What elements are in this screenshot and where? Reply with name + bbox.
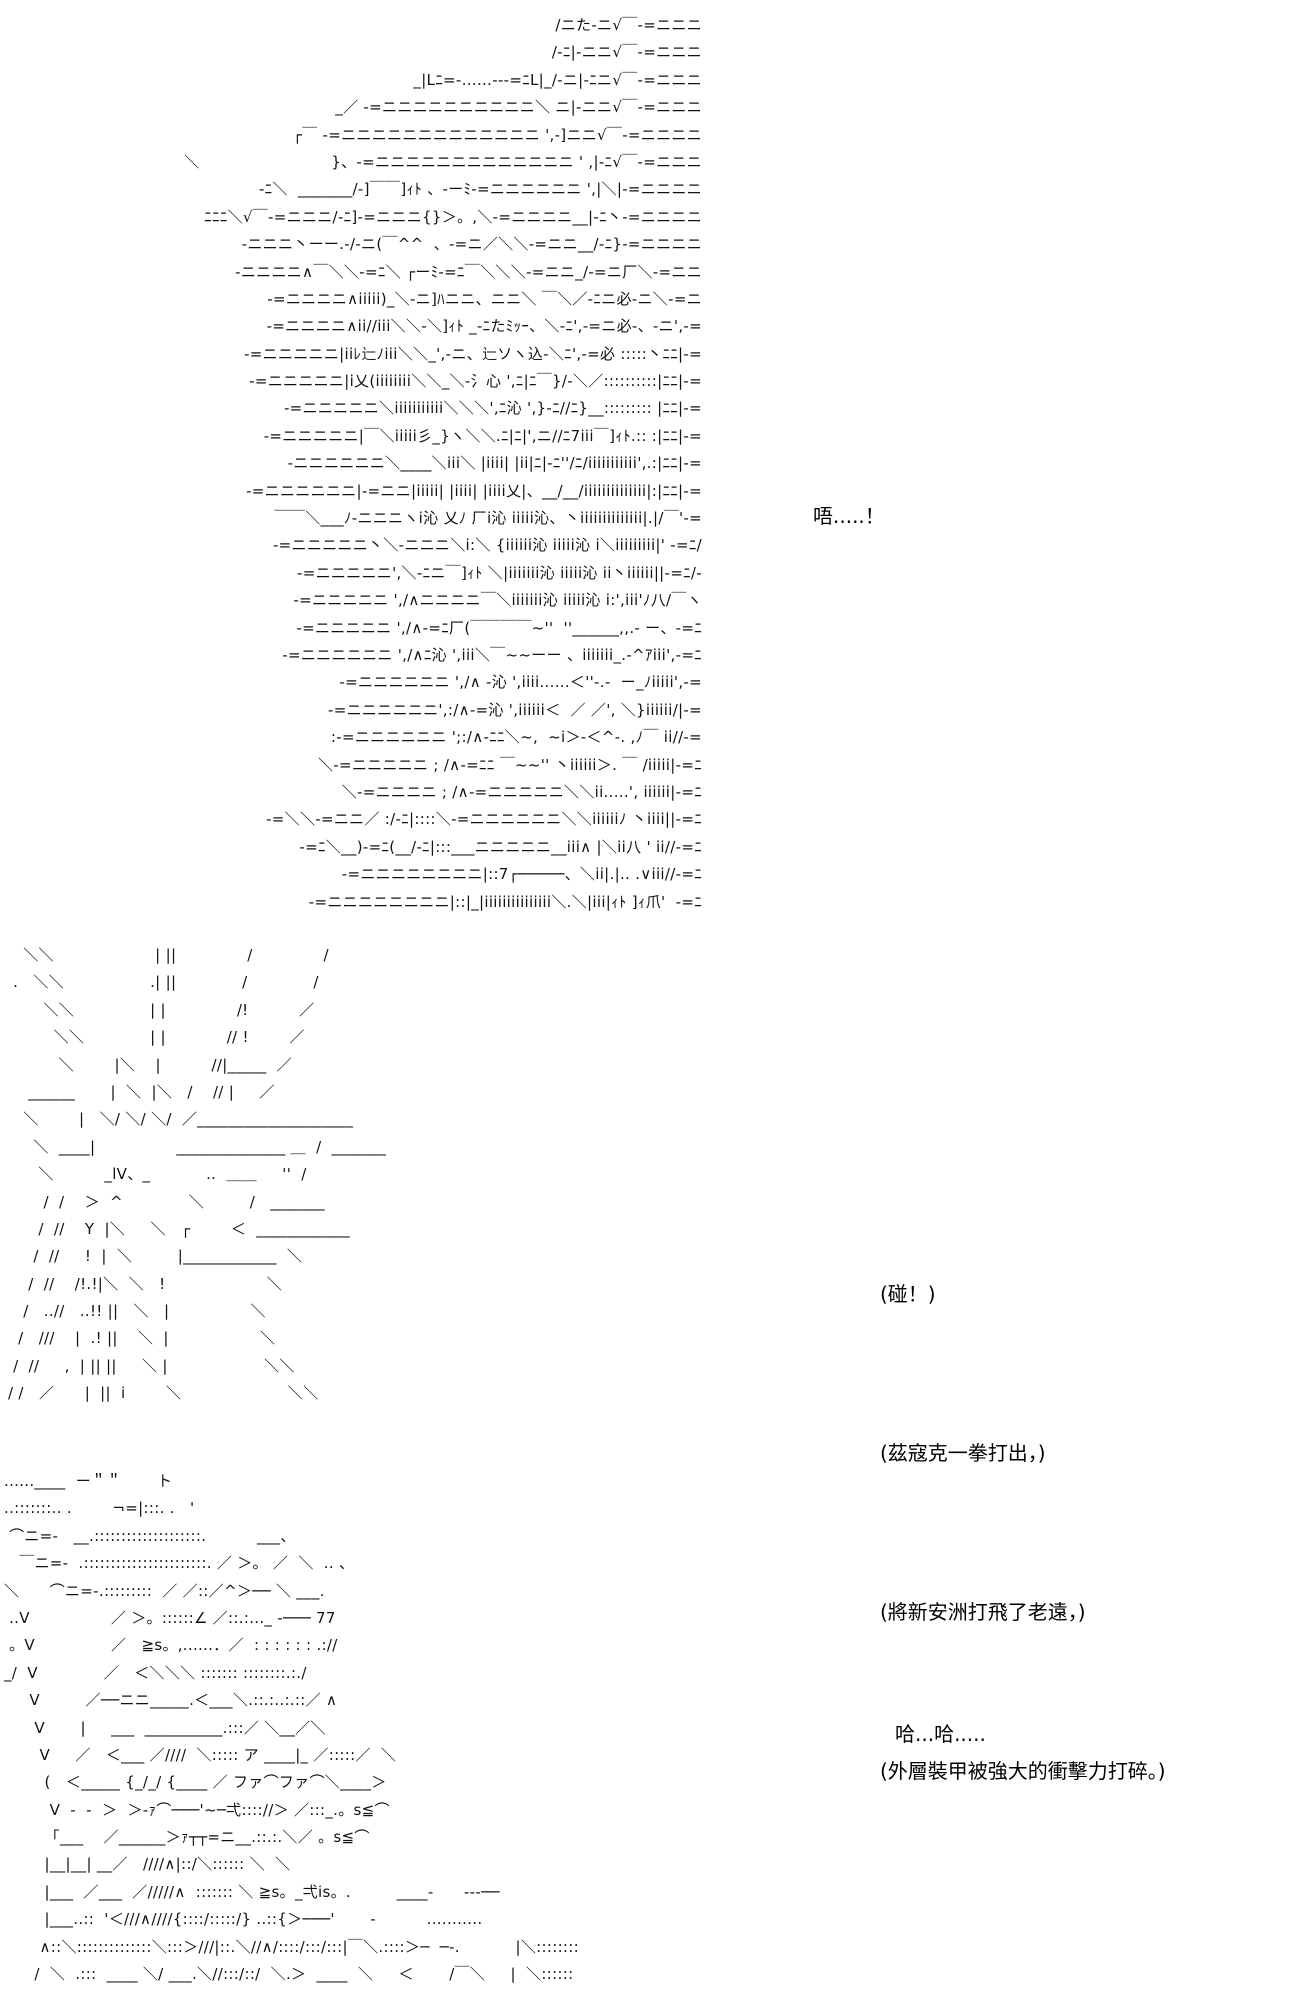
art-line: ⌒ニ=- __.::::::::::::::::::::. ___、 — [4, 1526, 296, 1545]
art-line: ( ＜_____ {_/_/ {____ ／ ファ⌒ファ⌒＼____＞ — [4, 1773, 387, 1792]
art-line: _/ V ／ ＜＼＼＼ ::::::: ::::::::.:./ — [4, 1663, 307, 1682]
art-line: ∧::＼::::::::::::::＼:::＞///|::.＼//∧/::::/… — [4, 1937, 579, 1956]
narration-line: (茲寇克一拳打出，) — [880, 1441, 1046, 1465]
art-line: :-=ニニニニニニ ';:/∧-ﾆﾆ＼~, ~i＞-＜^-. ,ﾉ￣ ii//-… — [330, 728, 702, 747]
art-line: _／ -=ニニニニニニニニニニ＼ ニ|-ニニ√￣-=ニニニ — [335, 98, 702, 117]
art-line: ＼ _lV、_ .. ＿＿ '' / — [8, 1165, 307, 1184]
art-line: V ／ ＜___ ／//// ＼::::: ア ____|_ ／:::::／ ＼ — [4, 1745, 397, 1764]
art-line: ＼＼ | | // ! ／ — [8, 1028, 305, 1047]
art-line: ＼ ⌒ニ=-.::::::::: ／ ／::／^＞── ＼ ___. — [4, 1581, 325, 1600]
art-line: -=ニニニニニニ ',/∧ﾆ沁 ',iii＼￣~~ーー 、iiiiiii_.-^… — [282, 645, 702, 664]
art-line: -=ﾆ＼__)-=ﾆ(__/-ﾆ|:::___ニニニニニ__iii∧ |＼ii八… — [299, 837, 702, 856]
art-line: / // ! | ＼ |____________ ＼ — [8, 1247, 303, 1266]
art-line: / / ／ | || i ＼ ＼＼ — [8, 1384, 319, 1403]
ascii-art-punch-explosion: ＼＼ | || / / . ＼＼ .| || / / ＼＼ | | /! ／ ＼… — [8, 942, 708, 1408]
art-line: -=＼＼-=ニニ／ :/-ﾆ|::::＼-=ニニニニニニ＼＼iiiiiiﾉ 丶i… — [266, 810, 702, 829]
art-line: -=ニニニニニニ ',/∧ -沁 ',iiii......＜''-.- ー_ﾉi… — [339, 673, 702, 692]
art-line: -=ニニニニニ|i乂(iiiiiiii＼＼_＼-氵心 ',ﾆ|ﾆ￣}/-＼／::… — [249, 372, 702, 391]
art-line: / ＼ .::: ____ ＼/ ___.＼//:::/::/ ＼.＞ ____… — [4, 1965, 574, 1984]
art-line: -=ニニニニ∧iiiii)_＼-ニ]ﾊニニ、ニニ＼ ￣＼／-ﾆニ必-ニ＼-=ニ — [267, 289, 702, 308]
art-line: -ニニニニニニ＼____＼iii＼ |iiii| |ii|ﾆ|-ﾆ''/ﾆ/ii… — [287, 454, 702, 473]
narration-line: (外層裝甲被強大的衝擊力打碎。) — [880, 1759, 1166, 1783]
art-line: -ニニニニ∧￣＼＼-=ﾆ＼ ┌ーﾐ-=ﾆ￣＼＼＼-=ニニ_/-=ニ厂＼-=ニニ — [235, 262, 702, 281]
art-line: -=ニニニニニ|iiﾚ辷ﾉiii＼＼_',-ニ、辷ソヽ込-＼ﾆ',-=必 :::… — [244, 344, 702, 363]
art-line: ＼＼ | || / / — [8, 946, 329, 964]
art-line: ..:::::::.. . ¬=|:::. . ' — [4, 1499, 195, 1518]
art-line: 。V ／ ≧s。,......．／ : : : : : : .:// — [4, 1636, 338, 1655]
art-line: / // , | || || ＼ | ＼＼ — [8, 1356, 295, 1375]
art-line: /ニた-ニ√￣-=ニニニ — [555, 16, 702, 34]
art-line: / // Y |＼ ＼ ┌ ＜ ____________ — [8, 1219, 350, 1238]
art-line: ＼ ____| ______________ ＿ / _______ — [8, 1137, 387, 1156]
art-line: ￣ニ=- .:::::::::::::::::::::::. ／ ＞。 ／ ＼ … — [4, 1554, 355, 1573]
art-line: -=ニニニニニ丶＼-ニニニ＼i:＼ {iiiiii沁 iiiii沁 i＼iiii… — [272, 536, 702, 555]
art-line: ￣￣＼___ﾉ-ニニニヽi沁 乂ﾉ 厂i沁 iiiii沁、丶iiiiiiiiii… — [274, 509, 702, 528]
art-line: -=ニニニニニ',＼-ﾆニ￣]ｨﾄ ＼|iiiiiii沁 iiiii沁 ii丶i… — [296, 563, 702, 582]
art-line: -ﾆ＼ _______/-]￣￣]ｨﾄ 、-ーﾐ-=ニニニニニニ ',|＼|-=… — [258, 180, 702, 199]
art-line: /-ﾆ|-ニニ√￣-=ニニニ — [551, 43, 702, 62]
art-line: -=ニニニニニ ',/∧ニニニニ￣＼iiiiiii沁 iiiii沁 i:',ii… — [293, 591, 702, 610]
art-line: |___ ／___ ／/////∧ ::::::: ＼ ≧s。_弌is。. __… — [4, 1882, 500, 1901]
art-line: / // /!.!|＼ ＼ ! ＼ — [8, 1274, 283, 1293]
narration-line: (碰！) — [880, 1282, 936, 1306]
art-line: ＼ }、-=ニニニニニニニニニニニニニ ' ,|-ﾆ√￣-=ニニニ — [184, 152, 702, 171]
art-line: ＼＼ | | /! ／ — [8, 1000, 315, 1019]
art-line: -=ニニニニニニ',:/∧-=沁 ',iiiiii＜ ／ ／', ＼}iiiii… — [327, 700, 702, 719]
art-line: -ニニニ丶ーー.-/-ニ(￣^^ 、-=ニ／＼＼-=ニニ__/-ﾆ}-=ニニニニ — [241, 235, 702, 254]
narration-line: (將新安洲打飛了老遠，) — [880, 1600, 1086, 1624]
dialogue-gasp: 唔.....！ — [813, 504, 885, 528]
dialogue-panting: 哈...哈..... — [895, 1722, 986, 1746]
ascii-art-armored-robot: /ニた-ニ√￣-=ニニニ /-ﾆ|-ニニ√￣-=ニニニ _|Lﾆ=-……---=ﾆL… — [8, 12, 702, 916]
art-line: V ／──ニニ_____.＜___＼.::.:..:.::／ ∧ — [4, 1691, 338, 1710]
art-line: ＼ |＼ | //|_____ ／ — [8, 1055, 292, 1074]
art-line: -=ニニニニ∧ii//iii＼＼-＼]ｨﾄ _-ﾆたﾐｯｰ、＼-ﾆ',-=ニ必-… — [266, 317, 702, 336]
art-line: / ..// ..!! || ＼ | ＼ — [8, 1302, 266, 1321]
art-line: -=ニニニニニニニニ|::7┌─────、＼ii|.|.. .∨iii//-=ﾆ — [341, 865, 702, 884]
art-line: -=ニニニニニニニニ|::|_|iiiiiiiiiiiiiii＼.＼|iii|ｨ… — [308, 892, 702, 911]
art-line: . ＼＼ .| || / / — [8, 973, 319, 992]
ascii-art-robot-flying-away: ......____ ー＂＂ ト..:::::::.. . ¬=|:::. . … — [4, 1468, 1044, 1988]
art-line: -=ニニニニニ ',/∧-=ﾆ厂(￣￣￣￣~'' ''______,,.- ー、… — [296, 618, 702, 637]
art-line: V | ___ __________.:::／ ＼__／＼ — [4, 1718, 326, 1737]
art-line: ﾆﾆﾆ＼√￣-=ニニニ/-ﾆ]-=ニニニ{}＞。,＼-=ニニニニ__|-ﾆ丶-=… — [204, 207, 702, 226]
art-line: / / ＞ ^ ＼ / _______ — [8, 1192, 325, 1211]
art-line: |___..:: '＜///∧////{::::/:::::/} ..::{＞─… — [4, 1910, 483, 1929]
art-line: ＼-=ニニニニ ; /∧-=ニニニニニ＼＼ii.....', iiiiii|-=… — [341, 782, 702, 801]
art-line: ......____ ー＂＂ ト — [4, 1472, 173, 1490]
art-line: ______ | ＼ |＼ / // | ／ — [8, 1082, 275, 1101]
art-line: -=ニニニニニニ|-=ニニ|iiiii| |iiii| |iiii乂|、__/_… — [246, 481, 702, 500]
art-line: / /// | .! || ＼ | ＼ — [8, 1329, 276, 1348]
art-line: -=ニニニニニ＼iiiiiiiiiii＼＼＼',ﾆ沁 ',}-ﾆ//ﾆ}__::… — [283, 399, 702, 418]
art-line: V - - ＞ ＞-ｧ⌒───'~─弌:::://＞ ／:::_.。s≦⌒ — [4, 1800, 390, 1819]
art-line: _|Lﾆ=-……---=ﾆL|_/-ニ|-ﾆニ√￣-=ニニニ — [413, 70, 702, 89]
art-line: -=ニニニニニ|￣＼iiiii彡_}ヽ＼＼.ﾆ|ﾆ|',ニ//ﾆ7iii￣]ｨﾄ… — [263, 426, 702, 445]
art-line: ＼ | ＼/ ＼/ ＼/ ／____________________ — [8, 1110, 354, 1129]
art-line: ＼-=ニニニニニ ; /∧-=ﾆﾆ ￣~~'' 丶iiiiii＞. ￣ /iii… — [317, 755, 702, 774]
art-line: ┌￣ -=ニニニニニニニニニニニニニ ',-]ニニ√￣-=ニニニニ — [292, 125, 702, 144]
art-line: ..V ／ ＞。::::::∠ ／::.:..._ -─── 77 — [4, 1608, 336, 1627]
art-line: 「___ ／______＞ｧ┬┬=ニ__.::.:.＼／ 。s≦⌒ — [4, 1828, 370, 1847]
dialogue-impact-narration: (碰！) (茲寇克一拳打出，) (將新安洲打飛了老遠，) (外層裝甲被強大的衝擊… — [880, 1162, 1166, 1851]
art-line: |__|__| __／ ////∧|::/＼:::::: ＼ ＼ — [4, 1855, 291, 1874]
